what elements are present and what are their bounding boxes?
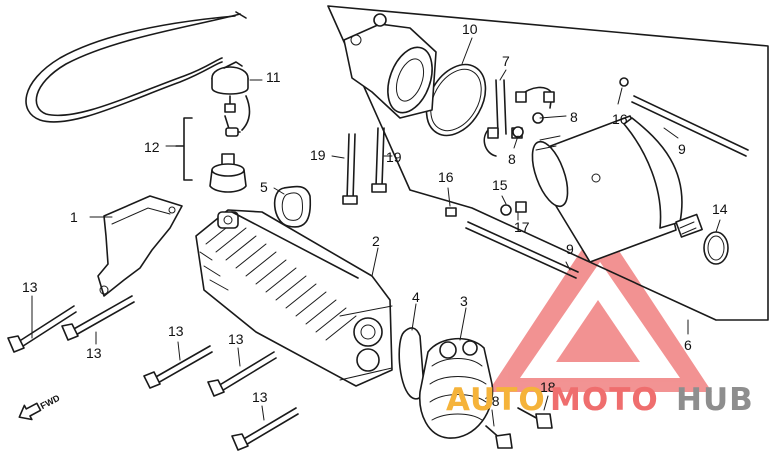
callout-18b: 18 bbox=[484, 393, 500, 409]
watermark-logo: AUTO MOTO HUB bbox=[446, 382, 754, 418]
callout-11: 11 bbox=[266, 69, 281, 85]
watermark-text-auto: AUTO bbox=[446, 382, 546, 418]
callout-13d: 13 bbox=[228, 331, 244, 347]
callout-13a: 13 bbox=[22, 279, 38, 295]
bolt-18-b bbox=[517, 407, 553, 429]
bolt-13-e bbox=[231, 407, 299, 451]
callout-6: 6 bbox=[684, 337, 692, 353]
cover-part-1 bbox=[97, 195, 183, 297]
housing-part-2 bbox=[195, 209, 393, 387]
fwd-label: FWD bbox=[39, 392, 62, 411]
callout-1: 1 bbox=[70, 209, 78, 225]
sensor-part-11 bbox=[211, 61, 249, 113]
callout-2: 2 bbox=[372, 233, 380, 249]
watermark-text-moto: MOTO bbox=[550, 382, 659, 418]
callout-4: 4 bbox=[412, 289, 420, 305]
callout-10: 10 bbox=[462, 21, 478, 37]
nut-part-17 bbox=[515, 201, 527, 213]
callout-17: 17 bbox=[514, 219, 530, 235]
callout-16b: 16 bbox=[438, 169, 454, 185]
cover-part-3 bbox=[418, 337, 494, 439]
oring-part-14-inner bbox=[707, 235, 725, 261]
callout-19b: 19 bbox=[386, 149, 402, 165]
starter-front-bracket bbox=[343, 13, 437, 119]
wire-harness bbox=[25, 11, 247, 123]
starter-motor-6 bbox=[531, 115, 703, 263]
callout-9b: 9 bbox=[566, 241, 574, 257]
callout-3: 3 bbox=[460, 293, 468, 309]
callout-8b: 8 bbox=[508, 151, 516, 167]
callout-8a: 8 bbox=[570, 109, 578, 125]
washer-part-15 bbox=[500, 204, 512, 216]
bolt-13-c bbox=[143, 345, 213, 389]
callout-7: 7 bbox=[502, 53, 510, 69]
bracket-12 bbox=[175, 117, 193, 181]
through-bolt-9-a bbox=[619, 77, 749, 157]
callout-13e: 13 bbox=[252, 389, 268, 405]
callout-9a: 9 bbox=[678, 141, 686, 157]
bolt-13-a bbox=[7, 305, 77, 353]
screw-part-8 bbox=[512, 112, 544, 138]
leader-lines bbox=[31, 37, 721, 427]
callout-14: 14 bbox=[712, 201, 728, 217]
bolt-18-a bbox=[485, 425, 513, 449]
switch-part-12 bbox=[209, 95, 251, 193]
callout-15: 15 bbox=[492, 177, 508, 193]
callout-13b: 13 bbox=[86, 345, 102, 361]
fwd-direction-marker: FWD bbox=[18, 392, 62, 421]
callout-12: 12 bbox=[144, 139, 160, 155]
bolt-13-d bbox=[207, 351, 277, 397]
bolt-19-a bbox=[342, 133, 358, 205]
gasket-part-5 bbox=[273, 185, 312, 228]
bolt-13-b bbox=[61, 295, 135, 341]
callout-5: 5 bbox=[260, 179, 268, 195]
bolt-19-b bbox=[371, 127, 387, 193]
callout-16a: 16 bbox=[612, 111, 628, 127]
callout-13c: 13 bbox=[168, 323, 184, 339]
callout-19a: 19 bbox=[310, 147, 326, 163]
group-frame bbox=[327, 5, 769, 321]
callout-18a: 18 bbox=[540, 379, 556, 395]
through-bolt-9-b bbox=[445, 207, 579, 279]
watermark-text-hub: HUB bbox=[676, 382, 754, 418]
